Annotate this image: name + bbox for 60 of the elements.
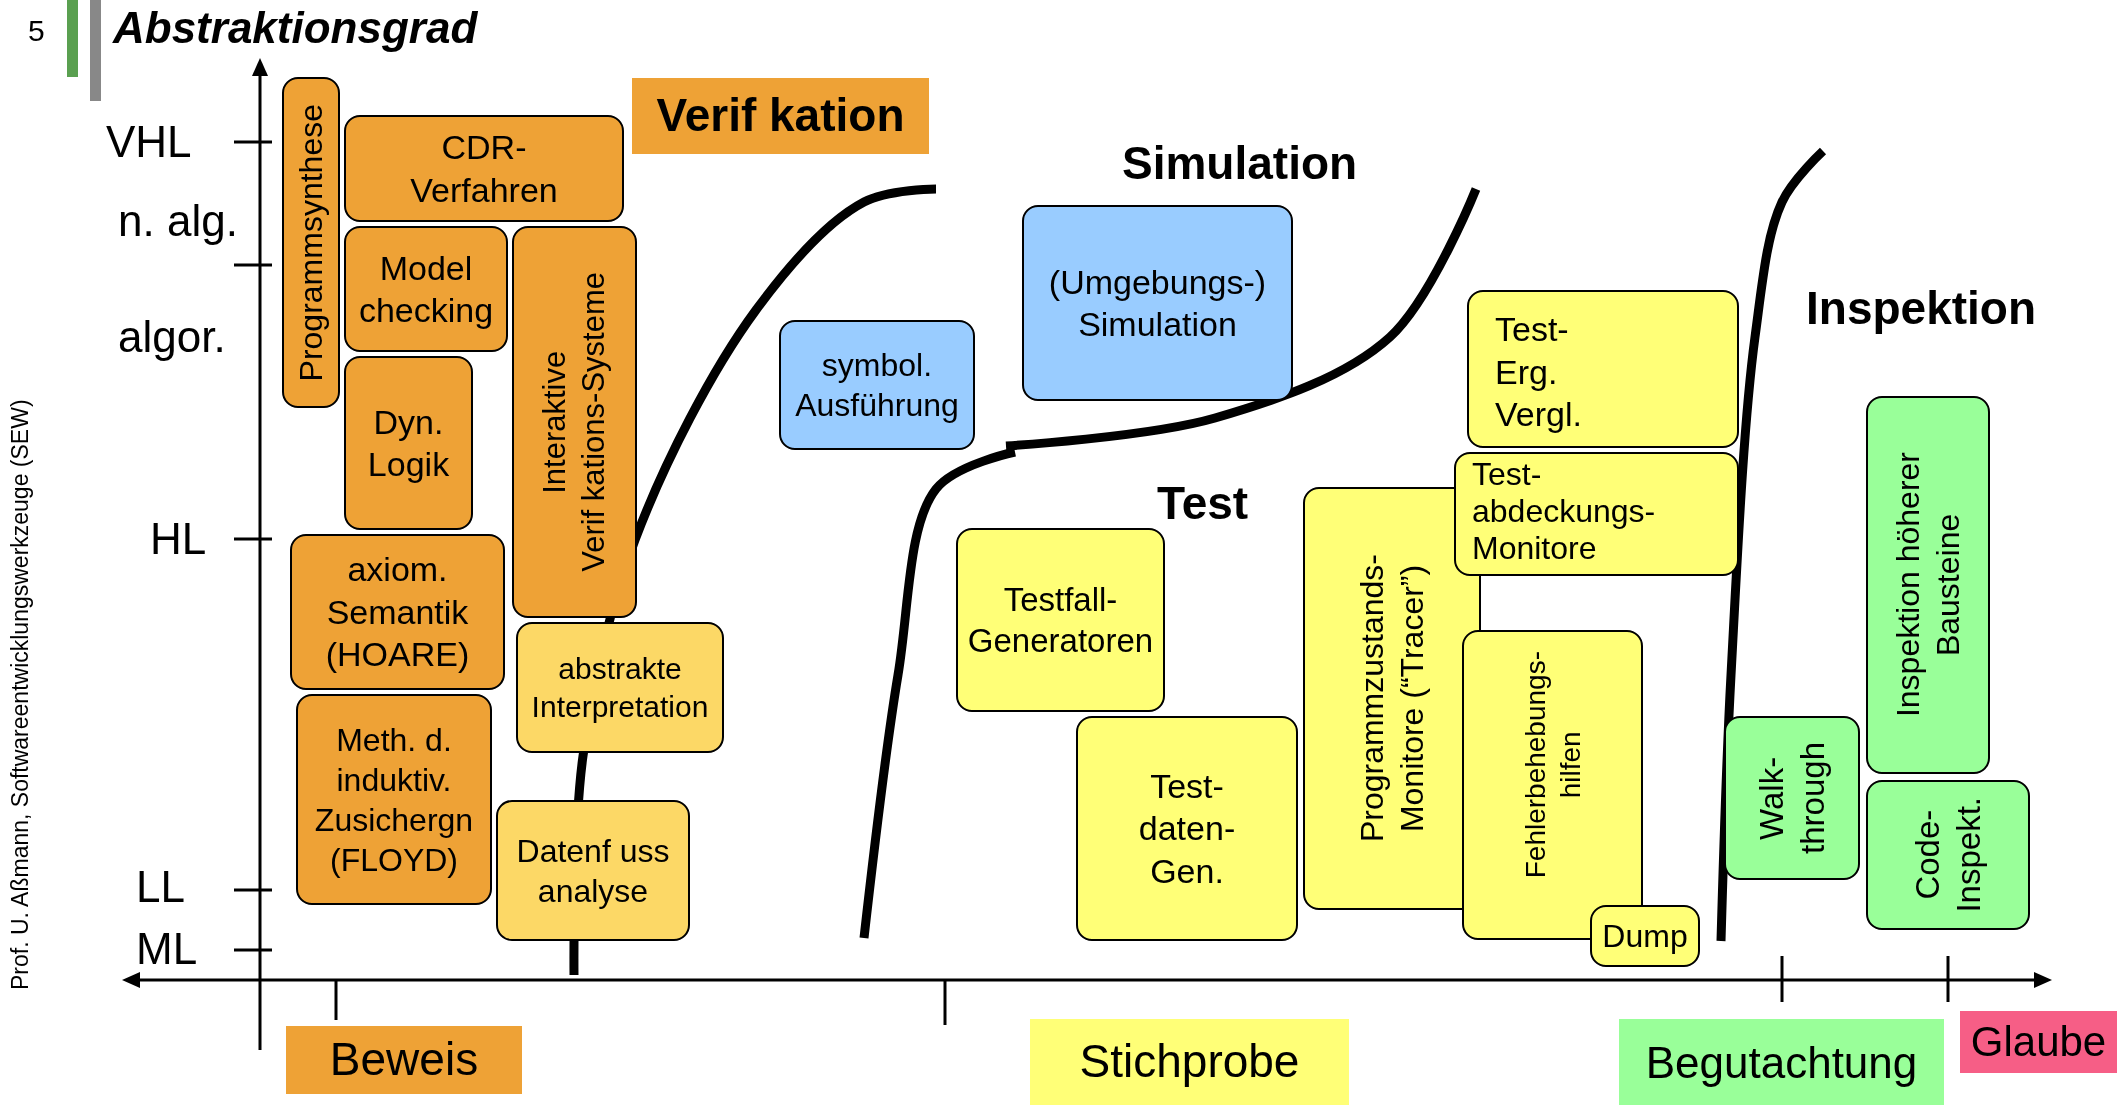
node-label: Stichprobe [1079,1034,1300,1090]
category-band [632,78,929,154]
method-box [1076,716,1298,941]
node-label: Code- Inspekt. [1907,797,1988,913]
node-label: abstrakte Interpretation [531,651,709,725]
node-label: Model checking [358,247,494,331]
text-label: Inspektion [1806,283,2037,334]
node-label: Walk- through [1751,742,1832,854]
node-label: Test- abdeckungs- Monitore [1472,456,1656,567]
method-box [296,694,492,905]
method-box [1724,716,1860,880]
node-label: Meth. d. induktiv. Zusichergn (FLOYD) [314,720,474,880]
method-box [512,226,637,618]
method-box [344,226,508,352]
method-box [344,356,473,530]
method-box [1454,452,1739,576]
method-box [779,320,975,450]
text-label: ML [136,925,198,974]
category-band [286,1026,522,1094]
text-label: algor. [118,313,226,362]
text-label: Test [1157,478,1249,529]
method-box [956,528,1165,712]
text-label: Prof. U. Aßmann, Softwareentwicklungswerkzeuge (SEW) [8,398,34,993]
text-label: Simulation [1122,138,1358,189]
method-box [496,800,690,941]
node-label: Programmsynthese [292,103,330,382]
node-label: Interaktive Verif kations-Systeme [535,272,612,572]
text-label: 5 [28,14,45,47]
method-box [1467,290,1739,448]
text-label: VHL [106,118,192,167]
node-label: Verif kation [656,88,905,144]
text-label: LL [136,863,185,912]
node-label: Beweis [329,1032,479,1088]
node-label: symbol. Ausführung [795,346,959,425]
text-label: HL [150,515,207,564]
node-label: Dump [1602,917,1688,956]
method-box [1022,205,1293,401]
node-label: Fehlerbehebungs- hilfen [1518,651,1587,879]
method-box [282,77,340,408]
node-label: Testfall- Generatoren [967,579,1154,661]
method-box [344,115,624,222]
category-band [1960,1011,2117,1073]
node-label: Glaube [1970,1016,2107,1067]
node-label: CDR- Verfahren [410,127,558,211]
category-band [1619,1019,1944,1105]
method-box [516,622,724,753]
node-label: Begutachtung [1645,1036,1918,1089]
method-box [1590,905,1700,967]
category-band [1030,1019,1349,1105]
node-label: Dyn. Logik [367,401,450,485]
node-label: Test- daten- Gen. [1138,765,1236,892]
title: Abstraktionsgrad [113,4,478,53]
node-label: Datenf uss analyse [516,831,670,911]
method-box [1866,396,1990,774]
node-label: Test- Erg. Vergl. [1495,309,1582,435]
method-box [1866,780,2030,930]
method-box [290,534,505,690]
node-label: axiom. Semantik (HOARE) [325,549,470,676]
text-label: n. alg. [118,197,238,246]
node-label: (Umgebungs-) Simulation [1048,261,1267,345]
